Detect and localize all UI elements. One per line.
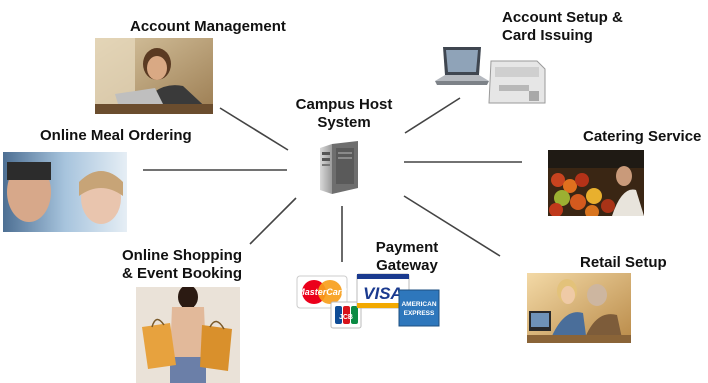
students-faces-photo bbox=[3, 152, 127, 232]
shopper-with-bags-photo bbox=[136, 287, 240, 383]
online-shopping-label-line1: Online Shopping bbox=[122, 247, 242, 264]
hub-label-line2: System bbox=[317, 114, 371, 131]
online-shopping-label: Online Shopping & Event Booking bbox=[112, 247, 252, 283]
produce-market-photo bbox=[548, 150, 644, 216]
account-setup-label: Account Setup & Card Issuing bbox=[502, 9, 623, 45]
catering-service-label: Catering Service bbox=[583, 128, 702, 145]
account-management-label: Account Management bbox=[130, 18, 286, 35]
online-shopping-label-line2: & Event Booking bbox=[121, 265, 242, 282]
payment-gateway-label: Payment Gateway bbox=[365, 239, 449, 275]
payment-gateway-label-line2: Gateway bbox=[376, 257, 438, 274]
connector-account-setup bbox=[404, 97, 461, 134]
connector-account-management bbox=[219, 107, 289, 151]
visa-text: VISA bbox=[363, 284, 403, 303]
payment-gateway-label-line1: Payment bbox=[375, 239, 439, 256]
amex-text-line1: AMERICAN bbox=[401, 301, 436, 308]
account-setup-label-line1: Account Setup & bbox=[502, 9, 623, 26]
hub-label: Campus Host System bbox=[292, 96, 396, 132]
people-at-computer-photo bbox=[527, 273, 631, 343]
server-tower-icon bbox=[320, 141, 358, 194]
jcb-logo: JCB bbox=[330, 301, 362, 329]
credit-card-logos: MasterCard JCB VISA AMERICAN EXPRESS bbox=[296, 273, 440, 329]
mastercard-logo: MasterCard bbox=[296, 275, 348, 309]
connector-online-shopping bbox=[249, 197, 297, 245]
amex-text-line2: EXPRESS bbox=[404, 310, 435, 317]
visa-logo: VISA bbox=[356, 273, 410, 309]
retail-setup-label: Retail Setup bbox=[580, 254, 667, 271]
amex-logo: AMERICAN EXPRESS bbox=[398, 289, 440, 327]
jcb-text: JCB bbox=[339, 314, 353, 321]
laptop-and-card-printer-photo bbox=[435, 47, 546, 104]
connector-retail-setup bbox=[403, 195, 501, 257]
mastercard-text: MasterCard bbox=[297, 287, 347, 297]
woman-at-laptop-photo bbox=[95, 38, 213, 114]
online-meal-ordering-label: Online Meal Ordering bbox=[40, 127, 192, 144]
hub-label-line1: Campus Host bbox=[295, 96, 393, 113]
account-setup-label-line2: Card Issuing bbox=[502, 27, 593, 44]
